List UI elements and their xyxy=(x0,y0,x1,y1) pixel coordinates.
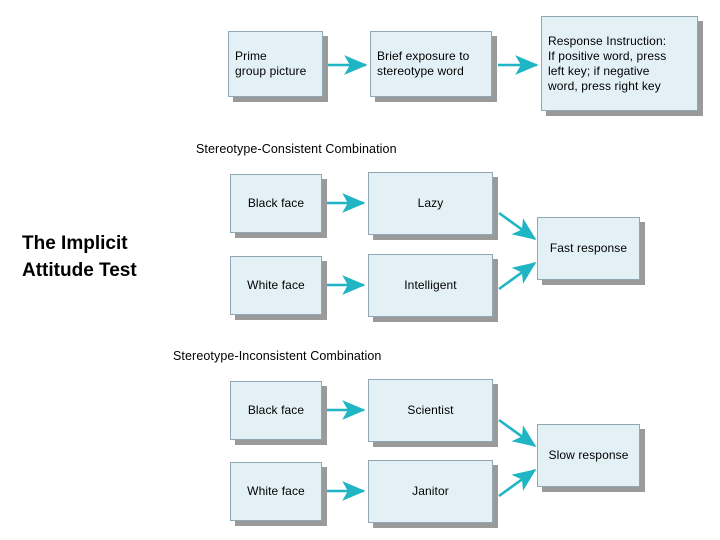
box-label: White face xyxy=(247,484,305,498)
box-sc-lazy[interactable]: Lazy xyxy=(368,172,493,235)
arrow-sc-intelligent-to-fast xyxy=(498,261,537,291)
box-label: Fast response xyxy=(549,241,628,255)
box-label: Brief exposure to stereotype word xyxy=(377,49,470,78)
box-si-white-face[interactable]: White face xyxy=(230,462,322,521)
box-sc-black-face[interactable]: Black face xyxy=(230,174,322,233)
box-sc-intelligent[interactable]: Intelligent xyxy=(368,254,493,317)
box-label: White face xyxy=(247,278,305,292)
box-si-black-face[interactable]: Black face xyxy=(230,381,322,440)
box-label: Janitor xyxy=(412,484,449,498)
box-label: Intelligent xyxy=(404,278,457,292)
arrow-si-janitor-to-slow xyxy=(498,468,537,498)
box-prime-group-picture[interactable]: Prime group picture xyxy=(228,31,323,97)
box-label: Slow response xyxy=(548,448,629,462)
box-brief-exposure[interactable]: Brief exposure to stereotype word xyxy=(370,31,492,97)
box-label: Black face xyxy=(247,196,305,210)
page-title: The Implicit Attitude Test xyxy=(22,233,137,281)
arrow-sc-lazy-to-fast xyxy=(498,211,537,241)
caption-stereotype-consistent: Stereotype-Consistent Combination xyxy=(196,142,397,156)
box-label: Lazy xyxy=(417,196,444,210)
box-sc-fast-response[interactable]: Fast response xyxy=(537,217,640,280)
box-label: Scientist xyxy=(407,403,454,417)
box-si-janitor[interactable]: Janitor xyxy=(368,460,493,523)
arrow-si-scientist-to-slow xyxy=(498,418,537,448)
box-si-scientist[interactable]: Scientist xyxy=(368,379,493,442)
box-label: Prime group picture xyxy=(235,49,307,78)
box-si-slow-response[interactable]: Slow response xyxy=(537,424,640,487)
caption-stereotype-inconsistent: Stereotype-Inconsistent Combination xyxy=(173,349,382,363)
box-response-instruction[interactable]: Response Instruction: If positive word, … xyxy=(541,16,698,111)
box-sc-white-face[interactable]: White face xyxy=(230,256,322,315)
box-label: Black face xyxy=(247,403,305,417)
box-label: Response Instruction: If positive word, … xyxy=(548,33,667,93)
